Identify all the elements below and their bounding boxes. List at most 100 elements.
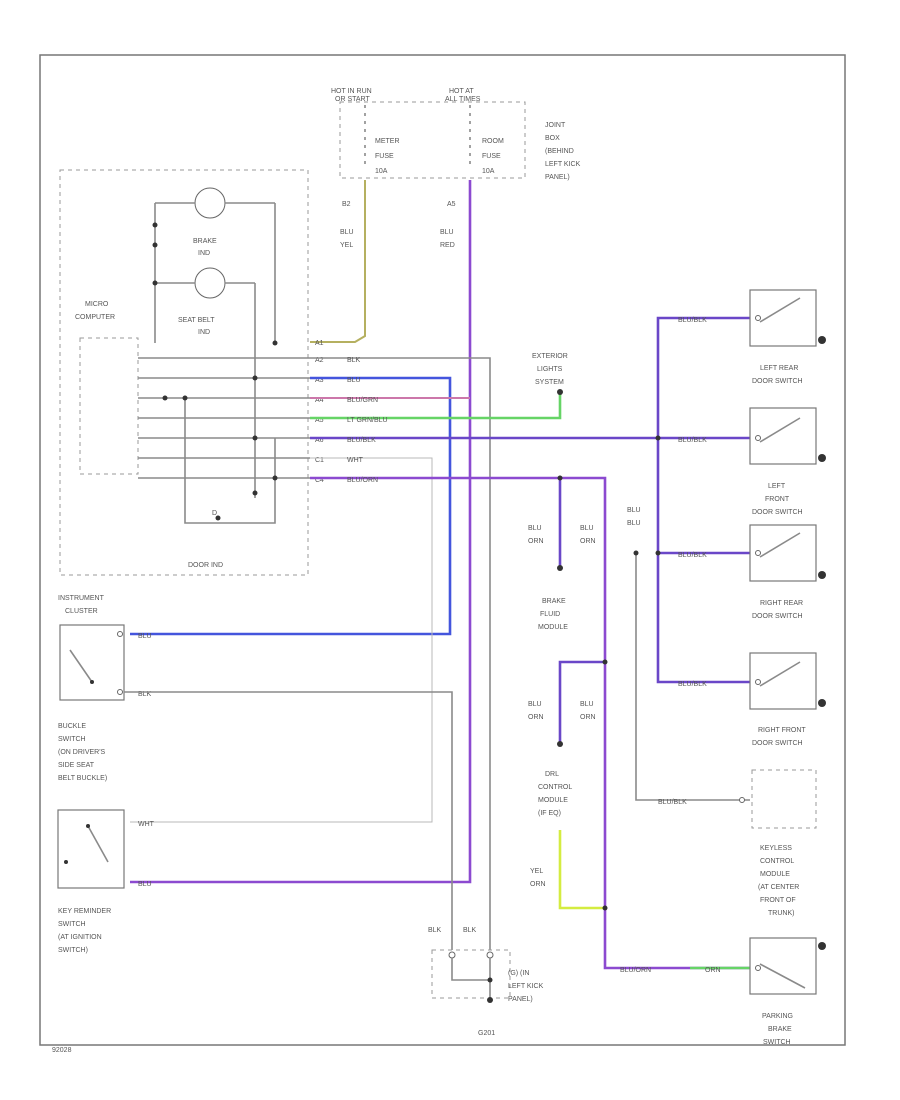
svg-text:EXTERIOR: EXTERIOR bbox=[532, 353, 568, 360]
svg-text:LEFT KICK: LEFT KICK bbox=[508, 983, 544, 990]
svg-text:A6: A6 bbox=[315, 437, 324, 444]
svg-text:FUSE: FUSE bbox=[375, 153, 394, 160]
svg-text:D: D bbox=[212, 510, 217, 517]
svg-text:KEYLESS: KEYLESS bbox=[760, 845, 792, 852]
svg-text:BLU/BLK: BLU/BLK bbox=[678, 681, 707, 688]
svg-text:CONTROL: CONTROL bbox=[760, 858, 794, 865]
svg-text:BLU/BLK: BLU/BLK bbox=[678, 317, 707, 324]
svg-text:A2: A2 bbox=[315, 357, 324, 364]
svg-text:BLU: BLU bbox=[340, 229, 354, 236]
svg-text:ORN: ORN bbox=[580, 714, 596, 721]
key-reminder-switch: WHT BLU KEY REMINDER SWITCH (AT IGNITION… bbox=[57, 809, 155, 954]
svg-text:BLU: BLU bbox=[580, 525, 594, 532]
svg-text:BLU: BLU bbox=[627, 507, 641, 514]
instrument-cluster-label: INSTRUMENT CLUSTER bbox=[58, 595, 105, 615]
svg-text:LIGHTS: LIGHTS bbox=[537, 366, 563, 373]
right-front-door-switch: RIGHT FRONT DOOR SWITCH bbox=[749, 652, 826, 747]
svg-text:BLK: BLK bbox=[463, 927, 477, 934]
instrument-cluster: BRAKE IND SEAT BELT IND MICRO COMPUTER D… bbox=[59, 169, 310, 576]
svg-text:BUCKLE: BUCKLE bbox=[58, 723, 86, 730]
svg-text:MICRO: MICRO bbox=[85, 301, 109, 308]
figure-code: 92028 bbox=[52, 1047, 72, 1054]
buckle-switch: BLU BLK BUCKLE SWITCH (ON DRIVER'S SIDE … bbox=[58, 624, 152, 782]
svg-text:(G) (IN: (G) (IN bbox=[508, 970, 529, 977]
svg-text:BLK: BLK bbox=[138, 691, 152, 698]
wire-keyless bbox=[635, 553, 750, 801]
svg-text:DOOR SWITCH: DOOR SWITCH bbox=[752, 613, 803, 620]
ground-g201: BLK BLK (G) (IN LEFT KICK PANEL) G201 bbox=[428, 927, 544, 1037]
svg-text:BLU: BLU bbox=[528, 525, 542, 532]
svg-text:BLU: BLU bbox=[440, 229, 454, 236]
svg-text:ALL TIMES: ALL TIMES bbox=[445, 96, 481, 103]
svg-text:BRAKE: BRAKE bbox=[542, 598, 566, 605]
svg-text:BLU: BLU bbox=[528, 701, 542, 708]
svg-text:BLU/ORN: BLU/ORN bbox=[347, 477, 378, 484]
brake-fluid-module: BRAKE FLUID MODULE bbox=[538, 598, 568, 631]
svg-text:RIGHT REAR: RIGHT REAR bbox=[760, 600, 803, 607]
svg-text:G201: G201 bbox=[478, 1030, 495, 1037]
svg-text:LEFT REAR: LEFT REAR bbox=[760, 365, 798, 372]
svg-text:IND: IND bbox=[198, 329, 210, 336]
svg-text:DOOR SWITCH: DOOR SWITCH bbox=[752, 378, 803, 385]
svg-text:(BEHIND: (BEHIND bbox=[545, 148, 574, 155]
svg-text:BLK: BLK bbox=[428, 927, 442, 934]
left-front-door-switch: LEFT FRONT DOOR SWITCH bbox=[749, 407, 826, 516]
svg-text:BOX: BOX bbox=[545, 135, 560, 142]
svg-text:FUSE: FUSE bbox=[482, 153, 501, 160]
svg-text:ORN: ORN bbox=[580, 538, 596, 545]
svg-text:METER: METER bbox=[375, 138, 400, 145]
svg-text:WHT: WHT bbox=[347, 457, 364, 464]
right-rear-door-switch: RIGHT REAR DOOR SWITCH bbox=[749, 524, 826, 620]
svg-text:A5: A5 bbox=[315, 417, 324, 424]
svg-text:IND: IND bbox=[198, 250, 210, 257]
svg-text:BLU/ORN: BLU/ORN bbox=[620, 967, 651, 974]
svg-text:ORN: ORN bbox=[528, 714, 544, 721]
svg-text:(AT IGNITION: (AT IGNITION bbox=[58, 934, 102, 941]
wire-blu-orn bbox=[310, 476, 750, 970]
svg-text:B2: B2 bbox=[342, 201, 351, 208]
svg-text:(IF EQ): (IF EQ) bbox=[538, 810, 561, 817]
svg-text:BLU: BLU bbox=[580, 701, 594, 708]
svg-text:C4: C4 bbox=[315, 477, 324, 484]
svg-text:MODULE: MODULE bbox=[760, 871, 790, 878]
svg-text:BLU: BLU bbox=[138, 881, 152, 888]
svg-text:KEY REMINDER: KEY REMINDER bbox=[58, 908, 111, 915]
svg-text:(AT CENTER: (AT CENTER bbox=[758, 884, 799, 891]
svg-text:ORN: ORN bbox=[705, 967, 721, 974]
svg-text:LEFT: LEFT bbox=[768, 483, 786, 490]
svg-text:BRAKE: BRAKE bbox=[193, 238, 217, 245]
svg-text:SIDE SEAT: SIDE SEAT bbox=[58, 762, 95, 769]
svg-text:PARKING: PARKING bbox=[762, 1013, 793, 1020]
svg-text:YEL: YEL bbox=[340, 242, 353, 249]
svg-text:BRAKE: BRAKE bbox=[768, 1026, 792, 1033]
svg-text:BLU: BLU bbox=[627, 520, 641, 527]
svg-text:RIGHT FRONT: RIGHT FRONT bbox=[758, 727, 806, 734]
svg-text:A5: A5 bbox=[447, 201, 456, 208]
svg-text:ORN: ORN bbox=[528, 538, 544, 545]
svg-text:BLU/GRN: BLU/GRN bbox=[347, 397, 378, 404]
svg-text:SWITCH: SWITCH bbox=[58, 736, 86, 743]
parking-brake-switch: BLU/ORN ORN PARKING BRAKE SWITCH bbox=[620, 937, 826, 1046]
svg-text:CLUSTER: CLUSTER bbox=[65, 608, 98, 615]
svg-text:FRONT OF: FRONT OF bbox=[760, 897, 796, 904]
svg-text:10A: 10A bbox=[482, 168, 495, 175]
svg-text:SEAT BELT: SEAT BELT bbox=[178, 317, 215, 324]
svg-text:MODULE: MODULE bbox=[538, 797, 568, 804]
svg-text:PANEL): PANEL) bbox=[508, 996, 533, 1003]
diagram-frame bbox=[39, 54, 846, 1046]
svg-text:CONTROL: CONTROL bbox=[538, 784, 572, 791]
svg-text:C1: C1 bbox=[315, 457, 324, 464]
svg-text:10A: 10A bbox=[375, 168, 388, 175]
wire-blu-red bbox=[130, 180, 472, 884]
svg-text:PANEL): PANEL) bbox=[545, 174, 570, 181]
svg-text:LEFT KICK: LEFT KICK bbox=[545, 161, 581, 168]
svg-text:BLK: BLK bbox=[347, 357, 361, 364]
svg-text:DRL: DRL bbox=[545, 771, 559, 778]
svg-text:RED: RED bbox=[440, 242, 455, 249]
svg-text:BLU: BLU bbox=[138, 633, 152, 640]
svg-text:DOOR SWITCH: DOOR SWITCH bbox=[752, 740, 803, 747]
svg-text:JOINT: JOINT bbox=[545, 122, 566, 129]
svg-text:BLU/BLK: BLU/BLK bbox=[678, 437, 707, 444]
wire-lt-grn-blu bbox=[310, 392, 562, 420]
wire-yel-orn bbox=[558, 830, 605, 910]
